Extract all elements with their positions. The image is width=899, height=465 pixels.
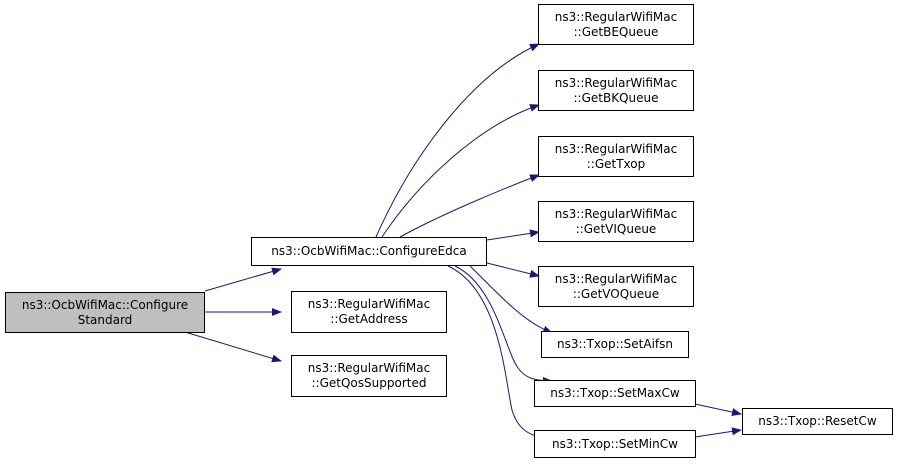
node-label-line1: ns3::RegularWifiMac <box>554 141 678 156</box>
node-label-line1: ns3::RegularWifiMac <box>307 297 431 311</box>
edge-configureedca-setmincw <box>447 265 553 443</box>
node-get-be-queue[interactable]: ns3::RegularWifiMac ::GetBEQueue <box>538 4 694 45</box>
edge-configureedca-getbequeue <box>375 43 540 238</box>
edge-configurestandard-getqossupported <box>184 331 282 363</box>
edge-configureedca-setmaxcw <box>454 265 553 385</box>
edge-configureedca-gettxop <box>399 174 540 238</box>
node-label-line1: ns3::Txop::SetMaxCw <box>550 386 680 400</box>
node-label-line1: ns3::Txop::SetMinCw <box>552 436 678 451</box>
node-label-line2: ::GetVOQueue <box>572 286 660 301</box>
node-get-vo-queue[interactable]: ns3::RegularWifiMac ::GetVOQueue <box>538 266 694 307</box>
edge-configureedca-getviqueue <box>486 229 540 241</box>
node-label-line1: ns3::RegularWifiMac <box>307 361 431 375</box>
node-set-min-cw[interactable]: ns3::Txop::SetMinCw <box>534 430 696 458</box>
node-label-line2: ::GetBKQueue <box>573 90 659 105</box>
node-set-aifsn[interactable]: ns3::Txop::SetAifsn <box>541 331 689 358</box>
edge-configureedca-getvoqueue <box>486 262 540 278</box>
node-label-line2: ::GetBEQueue <box>573 24 659 39</box>
node-label-line2: ::GetAddress <box>330 312 408 326</box>
node-label-line1: ns3::OcbWifiMac::Configure <box>21 297 189 312</box>
node-label-line1: ns3::Txop::ResetCw <box>758 414 877 428</box>
node-configure-edca[interactable]: ns3::OcbWifiMac::ConfigureEdca <box>251 237 487 266</box>
node-label-line1: ns3::RegularWifiMac <box>554 206 678 221</box>
node-set-max-cw[interactable]: ns3::Txop::SetMaxCw <box>534 380 696 407</box>
node-configure-standard[interactable]: ns3::OcbWifiMac::Configure Standard <box>5 292 205 333</box>
node-label-line2: ::GetVIQueue <box>575 221 657 236</box>
node-label-line2: ::GetTxop <box>586 156 646 171</box>
edge-setmincw-resetcw <box>694 427 742 438</box>
edge-configureedca-setaifsn <box>469 265 553 334</box>
node-label-line1: ns3::RegularWifiMac <box>554 271 678 286</box>
node-label-line2: ::GetQosSupported <box>311 376 427 390</box>
node-get-bk-queue[interactable]: ns3::RegularWifiMac ::GetBKQueue <box>538 70 694 111</box>
node-get-qos-supported[interactable]: ns3::RegularWifiMac ::GetQosSupported <box>291 355 447 397</box>
edge-configureedca-getbkqueue <box>381 104 540 238</box>
node-get-vi-queue[interactable]: ns3::RegularWifiMac ::GetVIQueue <box>538 201 694 242</box>
node-label-line1: ns3::RegularWifiMac <box>554 75 678 90</box>
node-label-line1: ns3::Txop::SetAifsn <box>556 337 673 351</box>
node-get-address[interactable]: ns3::RegularWifiMac ::GetAddress <box>291 291 447 333</box>
edge-configurestandard-configureedca <box>204 267 282 292</box>
edge-setmaxcw-resetcw <box>694 403 742 416</box>
node-label-line2: Standard <box>77 312 133 327</box>
node-label-line1: ns3::OcbWifiMac::ConfigureEdca <box>271 244 467 258</box>
node-get-txop[interactable]: ns3::RegularWifiMac ::GetTxop <box>538 136 694 177</box>
node-reset-cw[interactable]: ns3::Txop::ResetCw <box>742 408 893 435</box>
node-label-line1: ns3::RegularWifiMac <box>554 9 678 24</box>
